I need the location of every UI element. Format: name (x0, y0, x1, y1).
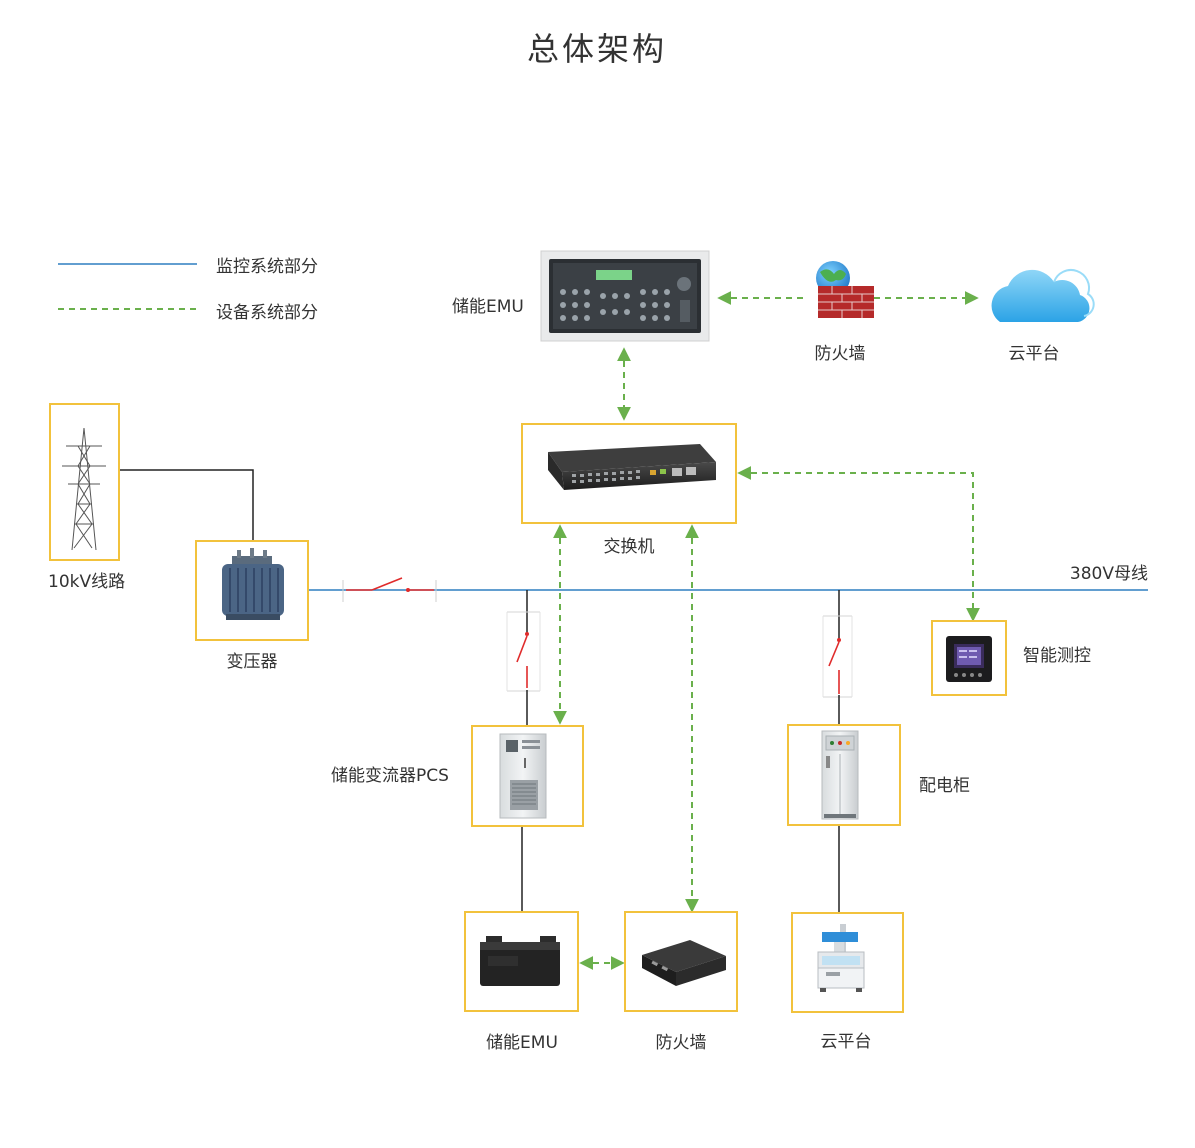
globe-firewall-icon (816, 261, 874, 318)
pcs-node: 储能变流器PCS (331, 725, 584, 827)
laser-node: 云平台 (791, 912, 904, 1052)
tower-node: 10kV线路 (48, 403, 125, 592)
network-switch-icon (548, 444, 716, 490)
laser-machine-icon (817, 924, 865, 992)
smart-meter-node: 智能测控 (931, 620, 1091, 696)
rack-controller-icon (540, 250, 710, 342)
transmission-tower-icon (62, 427, 106, 551)
gateway-node: 防火墙 (624, 911, 738, 1053)
smart-meter-label: 智能测控 (1023, 646, 1091, 666)
smart-meter-icon (946, 636, 992, 682)
inverter-cabinet-icon (499, 733, 547, 819)
link-switch-meter (737, 466, 980, 622)
distribution-cabinet-icon (821, 730, 859, 820)
switch-label: 交换机 (604, 537, 655, 557)
transformer-node: 变压器 (195, 540, 309, 672)
legend-equipment-label: 设备系统部分 (216, 303, 318, 323)
cabinet-node: 配电柜 (787, 724, 970, 826)
battery-node: 储能EMU (464, 911, 579, 1053)
cloud-icon (991, 269, 1095, 322)
pcs-breaker (506, 611, 541, 692)
legend: 监控系统部分 设备系统部分 (58, 257, 318, 323)
hv-line (119, 469, 254, 541)
pcs-label: 储能变流器PCS (331, 766, 449, 786)
emu-top-node: 储能EMU (452, 250, 710, 342)
firewall-top-node: 防火墙 (815, 261, 874, 364)
main-breaker (342, 577, 437, 602)
laser-label: 云平台 (821, 1032, 872, 1052)
firewall-top-label: 防火墙 (815, 344, 866, 364)
switch-node: 交换机 (521, 423, 737, 557)
cabinet-breaker (822, 615, 853, 698)
page-title: 总体架构 (527, 30, 667, 68)
legend-monitor-label: 监控系统部分 (216, 257, 318, 277)
battery-icon (480, 936, 560, 986)
transformer-icon (222, 548, 284, 620)
bus-label: 380V母线 (1070, 564, 1148, 584)
tower-label: 10kV线路 (48, 572, 125, 592)
transformer-label: 变压器 (227, 652, 278, 672)
battery-label: 储能EMU (486, 1033, 558, 1053)
gateway-label: 防火墙 (656, 1033, 707, 1053)
cabinet-label: 配电柜 (919, 776, 970, 796)
connections (119, 291, 1148, 970)
emu-top-label: 储能EMU (452, 297, 524, 317)
gateway-box-icon (642, 940, 726, 986)
cloud-top-node: 云平台 (991, 269, 1095, 364)
cloud-top-label: 云平台 (1009, 344, 1060, 364)
